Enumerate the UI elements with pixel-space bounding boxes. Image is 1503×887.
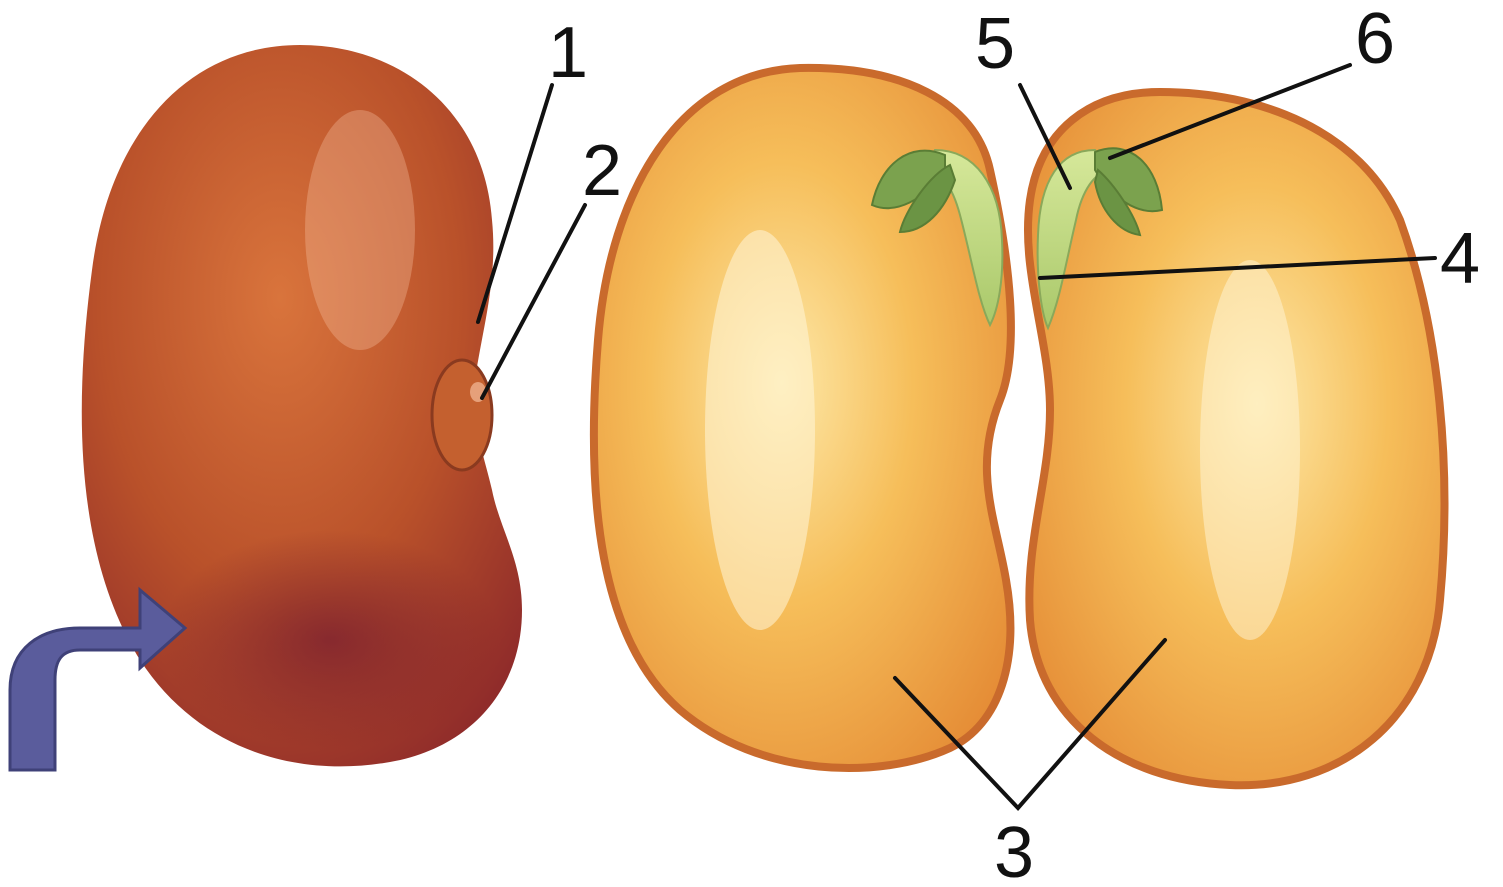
right-cotyledon-highlight [1200,260,1300,640]
label-6: 6 [1355,0,1395,79]
seed-coat-shadow [160,530,500,750]
label-1: 1 [548,13,588,93]
right-cotyledon [1028,92,1444,785]
leader-line-2 [482,205,585,398]
hilum [432,360,492,470]
label-5: 5 [975,4,1015,84]
seed-coat-highlight [305,110,415,350]
label-3: 3 [994,813,1034,887]
label-4: 4 [1440,219,1480,299]
label-2: 2 [582,131,622,211]
left-cotyledon-highlight [705,230,815,630]
